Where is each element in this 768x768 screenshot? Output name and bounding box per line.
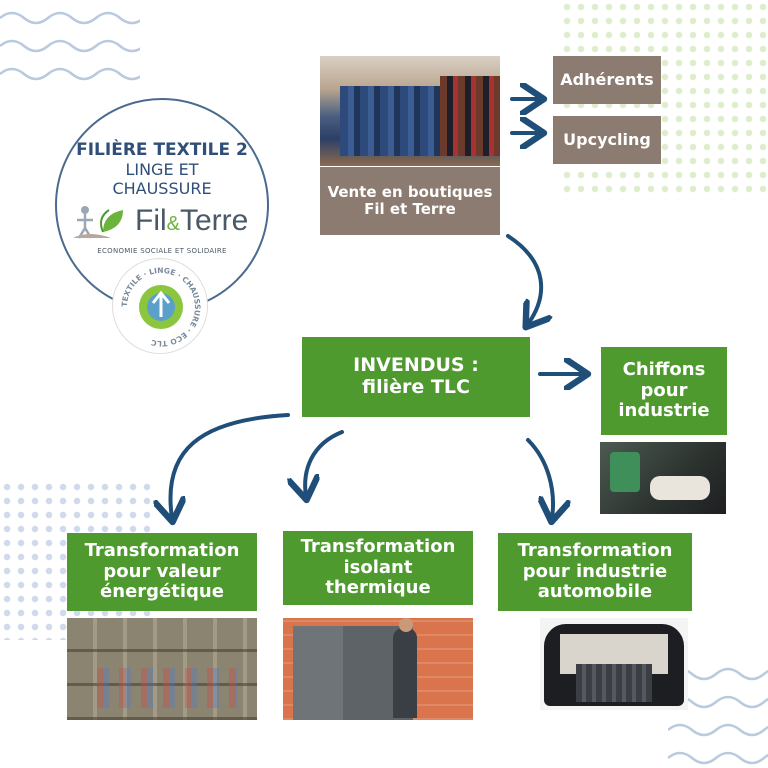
node-transformation-energie: Transformation pour valeur énergétique	[67, 533, 257, 611]
node-transformation-automobile: Transformation pour industrie automobile	[498, 533, 692, 611]
logo-title-line3: CHAUSSURE	[112, 179, 212, 198]
logo-title-line1: FILIÈRE TEXTILE 2	[76, 140, 248, 160]
arrow-to-energie	[170, 413, 290, 518]
people-leaf-icon	[73, 206, 123, 239]
brand-fil: Fil	[135, 204, 167, 237]
logo-title-line2: LINGE ET	[125, 160, 199, 179]
rags-industry-photo	[600, 442, 726, 514]
node-chiffons: Chiffons pour industrie	[601, 347, 727, 435]
decorative-waves-top-left	[0, 11, 140, 81]
insulation-photo	[283, 618, 473, 720]
boutique-photo	[320, 56, 500, 166]
brand-terre: Terre	[180, 204, 249, 237]
energy-bricks-photo	[67, 618, 257, 720]
arrow-to-isolant	[305, 430, 344, 496]
node-invendus: INVENDUS : filière TLC	[302, 337, 530, 417]
brand-ampersand: &	[166, 213, 180, 235]
node-transformation-isolant: Transformation isolant thermique	[283, 531, 473, 605]
brand-name: Fil&Terre	[135, 204, 248, 238]
recycle-icon: TEXTILE · LINGE · CHAUSSURE · ECO TLC	[120, 266, 202, 348]
arrow-to-automobile	[526, 438, 553, 518]
node-vente-boutiques: Vente en boutiques Fil et Terre	[320, 167, 500, 235]
node-adherents: Adhérents	[553, 56, 661, 104]
node-upcycling: Upcycling	[553, 116, 661, 164]
car-interior-photo	[540, 618, 688, 710]
eco-tlc-badge: TEXTILE · LINGE · CHAUSSURE · ECO TLC	[112, 258, 208, 354]
arrow-vente-to-invendus	[506, 234, 541, 324]
logo-tagline: ECONOMIE SOCIALE ET SOLIDAIRE	[97, 247, 227, 255]
